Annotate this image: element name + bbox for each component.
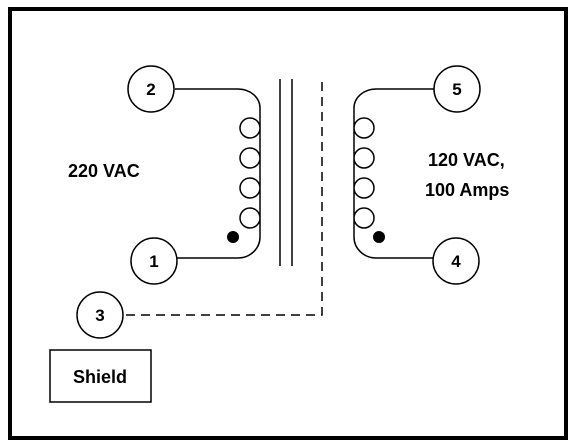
shield-dashed-line bbox=[123, 82, 323, 316]
shield-label: Shield bbox=[73, 367, 127, 387]
primary-voltage-label: 220 VAC bbox=[68, 161, 140, 181]
terminal-1: 1 bbox=[130, 237, 178, 285]
secondary-current-label: 100 Amps bbox=[425, 180, 509, 200]
secondary-winding bbox=[353, 88, 434, 259]
terminal-3: 3 bbox=[76, 291, 124, 339]
terminal-1-label: 1 bbox=[149, 252, 158, 271]
primary-polarity-dot bbox=[227, 231, 239, 243]
secondary-polarity-dot bbox=[373, 231, 385, 243]
terminal-3-label: 3 bbox=[95, 306, 104, 325]
diagram-border bbox=[8, 7, 568, 440]
primary-winding bbox=[175, 88, 261, 259]
terminal-4-label: 4 bbox=[451, 252, 461, 271]
terminal-2: 2 bbox=[127, 65, 175, 113]
terminal-5-label: 5 bbox=[452, 80, 461, 99]
shield-box: Shield bbox=[49, 349, 152, 403]
terminal-2-label: 2 bbox=[146, 80, 155, 99]
secondary-voltage-label: 120 VAC, bbox=[428, 150, 505, 170]
terminal-4: 4 bbox=[432, 237, 480, 285]
terminal-5: 5 bbox=[433, 65, 481, 113]
